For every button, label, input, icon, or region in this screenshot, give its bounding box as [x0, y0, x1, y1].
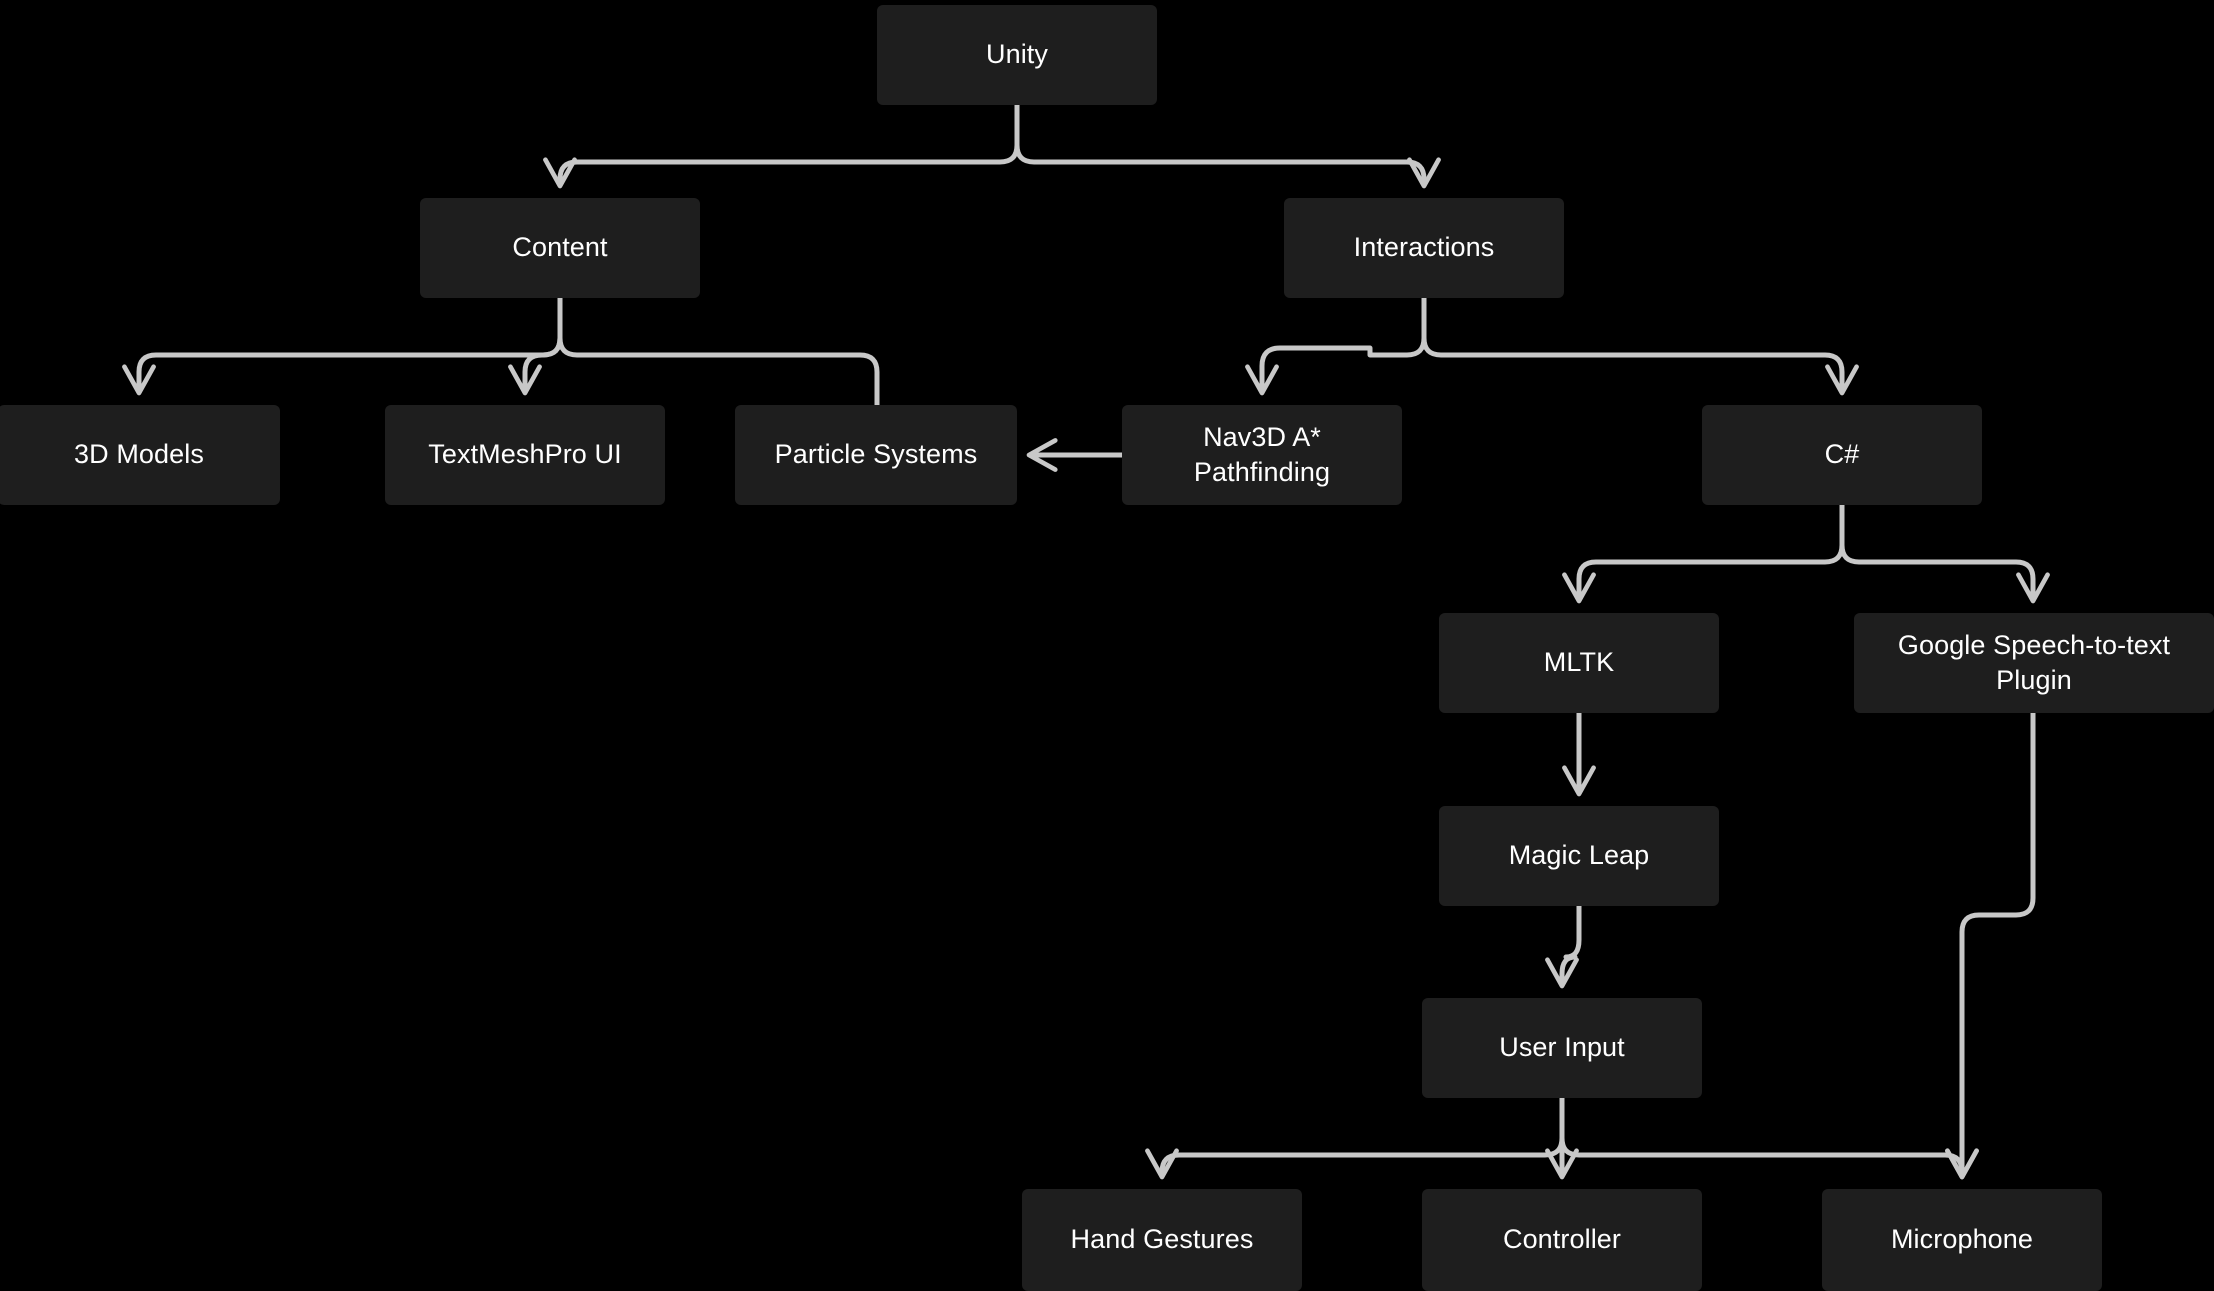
edge-magicleap-userinput: [1545, 906, 1582, 989]
node-content[interactable]: Content: [420, 198, 700, 298]
node-label-hand: Hand Gestures: [1070, 1224, 1254, 1255]
edge-content-3dmodels: [122, 298, 563, 396]
node-tmpui[interactable]: TextMeshPro UI: [385, 405, 665, 505]
node-label-mltk: MLTK: [1543, 647, 1615, 678]
node-hand[interactable]: Hand Gestures: [1022, 1189, 1302, 1291]
edge-csharp-gstt: [1839, 505, 2050, 604]
node-label-microphone: Microphone: [1890, 1224, 2034, 1255]
edge-userinput-microphone: [1559, 1098, 1979, 1180]
node-label-unity: Unity: [985, 39, 1048, 70]
edge-unity-content: [543, 105, 1020, 189]
edge-csharp-mltk: [1562, 505, 1845, 604]
node-interactions[interactable]: Interactions: [1284, 198, 1564, 298]
node-nav3d[interactable]: Nav3D A* Pathfinding: [1122, 405, 1402, 505]
node-microphone[interactable]: Microphone: [1822, 1189, 2102, 1291]
node-particles[interactable]: Particle Systems: [735, 405, 1017, 505]
node-magicleap[interactable]: Magic Leap: [1439, 806, 1719, 906]
node-label-models3d: 3D Models: [74, 439, 204, 470]
node-label-gstt: Google Speech-to-text Plugin: [1897, 629, 2171, 695]
node-mltk[interactable]: MLTK: [1439, 613, 1719, 713]
edge-unity-interactions: [1014, 105, 1441, 189]
node-userinput[interactable]: User Input: [1422, 998, 1702, 1098]
node-csharp[interactable]: C#: [1702, 405, 1982, 505]
node-gstt[interactable]: Google Speech-to-text Plugin: [1854, 613, 2214, 713]
node-label-tmpui: TextMeshPro UI: [428, 439, 622, 470]
node-label-interactions: Interactions: [1353, 232, 1495, 263]
node-label-content: Content: [512, 232, 608, 263]
node-label-controller: Controller: [1502, 1224, 1622, 1255]
node-label-magicleap: Magic Leap: [1508, 840, 1650, 871]
node-label-nav3d: Nav3D A* Pathfinding: [1193, 421, 1331, 487]
node-models3d[interactable]: 3D Models: [0, 405, 280, 505]
node-unity[interactable]: Unity: [877, 5, 1157, 105]
node-label-userinput: User Input: [1499, 1032, 1625, 1063]
node-controller[interactable]: Controller: [1422, 1189, 1702, 1291]
edge-userinput-hand: [1145, 1098, 1565, 1180]
edge-interactions-nav3d: [1245, 298, 1427, 396]
edge-gstt-microphone: [1945, 713, 2036, 1180]
node-label-particles: Particle Systems: [774, 439, 978, 470]
node-label-csharp: C#: [1824, 439, 1860, 470]
edge-interactions-csharp: [1421, 298, 1859, 396]
edge-content-particles: [557, 298, 880, 405]
edge-content-tmpui: [508, 298, 563, 396]
